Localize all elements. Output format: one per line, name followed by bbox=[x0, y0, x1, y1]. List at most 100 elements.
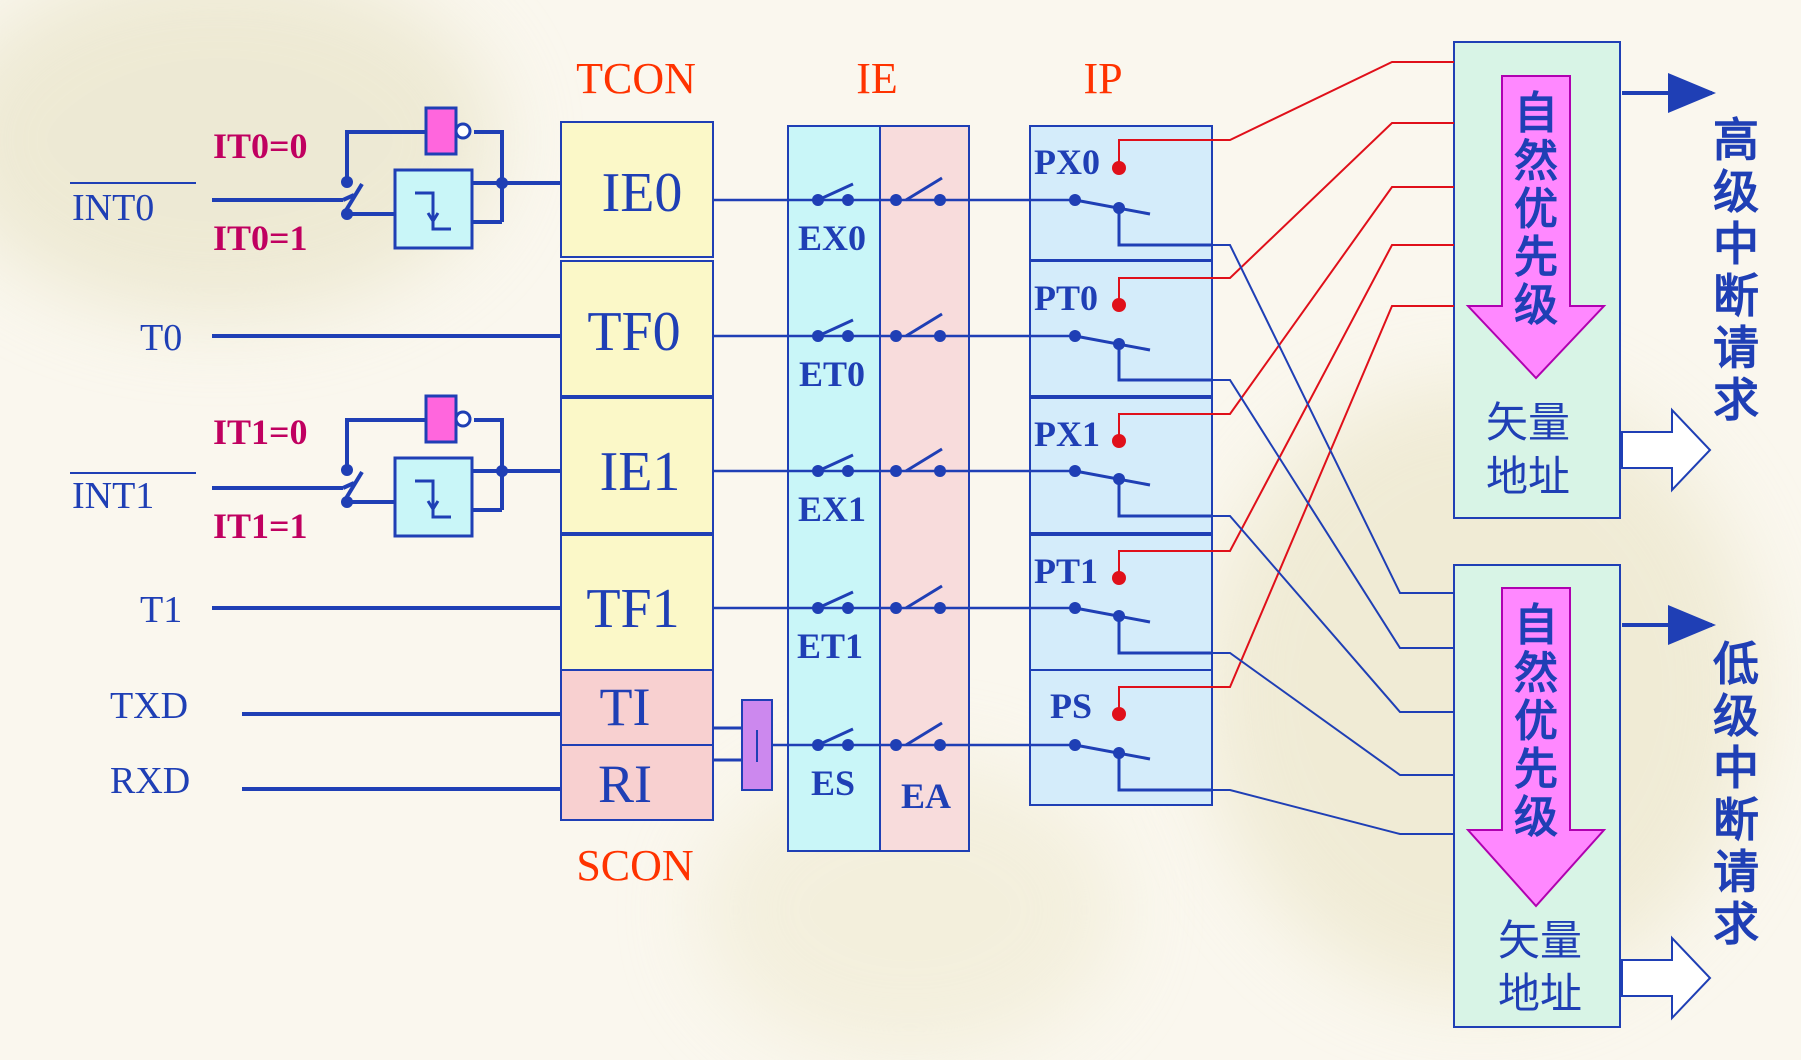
int0-label: INT0 bbox=[72, 187, 154, 229]
high-natural-char: 优 bbox=[1514, 184, 1558, 235]
ea-switch bbox=[905, 312, 943, 338]
et1-switch bbox=[817, 590, 854, 610]
low-natural-priority-text: 自 然 优 先 级 bbox=[1514, 600, 1558, 843]
low-request-char: 断 bbox=[1713, 793, 1759, 847]
high-natural-char: 先 bbox=[1514, 232, 1558, 283]
t0-label: T0 bbox=[140, 317, 182, 359]
ie-contact-dots bbox=[812, 194, 946, 751]
ri-flag: RI bbox=[598, 754, 652, 814]
scon-header: SCON bbox=[576, 841, 693, 890]
falling-edge-icon bbox=[415, 479, 451, 519]
low-vector-address-arrow bbox=[1621, 935, 1712, 1021]
low-vector-line1: 矢量 bbox=[1498, 916, 1582, 965]
ex0-switch bbox=[817, 182, 854, 202]
ie-header: IE bbox=[856, 54, 898, 103]
ri-flag-box bbox=[560, 744, 714, 821]
low-natural-char: 优 bbox=[1514, 696, 1558, 747]
low-natural-priority-arrow bbox=[1465, 587, 1607, 908]
ie1-flag: IE1 bbox=[600, 441, 681, 503]
low-natural-char: 级 bbox=[1514, 792, 1558, 843]
high-vector-address-arrow bbox=[1621, 407, 1712, 493]
ea-switch bbox=[905, 584, 943, 610]
it0-0-label: IT0=0 bbox=[213, 126, 308, 166]
int0-not-gate bbox=[424, 106, 458, 156]
high-request-char: 求 bbox=[1713, 373, 1759, 427]
px1-bit-label: PX1 bbox=[1034, 414, 1100, 454]
pt1-selector bbox=[1074, 606, 1151, 624]
ea-bit-label: EA bbox=[901, 776, 951, 816]
es-bit-label: ES bbox=[811, 763, 855, 803]
tf1-flag: TF1 bbox=[586, 578, 679, 640]
ie-switches bbox=[817, 176, 943, 747]
ip-selectors bbox=[1074, 198, 1212, 792]
ps-selector bbox=[1074, 743, 1151, 761]
low-request-label: 低 级 中 断 请 求 bbox=[1713, 637, 1759, 951]
int1-mode-switch bbox=[343, 470, 364, 502]
low-natural-char: 然 bbox=[1514, 648, 1558, 699]
high-natural-char: 自 bbox=[1514, 88, 1558, 139]
t1-label: T1 bbox=[140, 589, 182, 631]
int1-label: INT1 bbox=[72, 475, 154, 517]
int0-junction-dots bbox=[341, 176, 508, 220]
low-request-char: 请 bbox=[1713, 845, 1759, 899]
high-request-char: 断 bbox=[1713, 269, 1759, 323]
high-vector-line2: 地址 bbox=[1486, 452, 1570, 501]
ip-register bbox=[1029, 125, 1213, 806]
ip-header: IP bbox=[1083, 54, 1122, 103]
ie0-flag-box bbox=[560, 121, 714, 258]
ie-enable-column bbox=[787, 125, 881, 852]
high-natural-char: 然 bbox=[1514, 136, 1558, 187]
background-leaf-shade bbox=[0, 0, 500, 320]
high-request-char: 高 bbox=[1713, 113, 1759, 167]
low-request-char: 低 bbox=[1713, 637, 1759, 691]
high-natural-priority-text: 自 然 优 先 级 bbox=[1514, 88, 1558, 331]
high-priority-wires bbox=[1118, 61, 1454, 714]
low-natural-char: 自 bbox=[1514, 600, 1558, 651]
ex1-bit-label: EX1 bbox=[798, 489, 866, 529]
ea-switch bbox=[905, 447, 943, 473]
pt1-priority-box bbox=[1029, 534, 1213, 671]
ti-flag: TI bbox=[600, 677, 651, 737]
ie0-flag: IE0 bbox=[602, 162, 683, 224]
it1-1-label: IT1=1 bbox=[213, 506, 308, 546]
falling-edge-icon bbox=[415, 191, 451, 231]
it1-0-label: IT1=0 bbox=[213, 412, 308, 452]
es-switch bbox=[817, 727, 854, 747]
high-request-label: 高 级 中 断 请 求 bbox=[1713, 113, 1759, 427]
rxd-label: RXD bbox=[110, 760, 190, 802]
int0-trigger-circuit bbox=[342, 130, 561, 224]
high-request-char: 级 bbox=[1713, 165, 1759, 219]
high-natural-priority-arrow bbox=[1465, 75, 1607, 380]
high-vector-line1: 矢量 bbox=[1486, 398, 1570, 447]
txd-label: TXD bbox=[110, 685, 188, 727]
int1-not-gate bbox=[424, 394, 458, 444]
int0-mode-switch bbox=[343, 182, 364, 214]
low-natural-char: 先 bbox=[1514, 744, 1558, 795]
ea-switch bbox=[905, 176, 943, 202]
ip-selector-dots bbox=[1069, 194, 1125, 759]
tcon-header: TCON bbox=[576, 54, 696, 103]
serial-gate-links bbox=[713, 726, 742, 762]
low-vector-line2: 地址 bbox=[1498, 969, 1582, 1018]
int1-trigger-circuit bbox=[342, 418, 561, 512]
pt0-priority-box bbox=[1029, 260, 1213, 397]
low-priority-wires bbox=[1212, 244, 1454, 835]
et1-bit-label: ET1 bbox=[797, 626, 863, 666]
pt0-bit-label: PT0 bbox=[1034, 278, 1098, 318]
tcon-register bbox=[560, 121, 714, 821]
ex1-switch bbox=[817, 453, 854, 473]
tf0-flag: TF0 bbox=[587, 301, 680, 363]
ps-bit-label: PS bbox=[1050, 686, 1092, 726]
input-lines bbox=[212, 198, 561, 791]
pt1-bit-label: PT1 bbox=[1034, 551, 1098, 591]
ex0-bit-label: EX0 bbox=[798, 218, 866, 258]
high-natural-char: 级 bbox=[1514, 280, 1558, 331]
px1-selector bbox=[1074, 469, 1151, 487]
low-request-char: 求 bbox=[1713, 897, 1759, 951]
et0-bit-label: ET0 bbox=[799, 354, 865, 394]
it0-1-label: IT0=1 bbox=[213, 218, 308, 258]
int1-junction-dots bbox=[341, 464, 508, 508]
px0-bit-label: PX0 bbox=[1034, 142, 1100, 182]
low-request-char: 级 bbox=[1713, 689, 1759, 743]
